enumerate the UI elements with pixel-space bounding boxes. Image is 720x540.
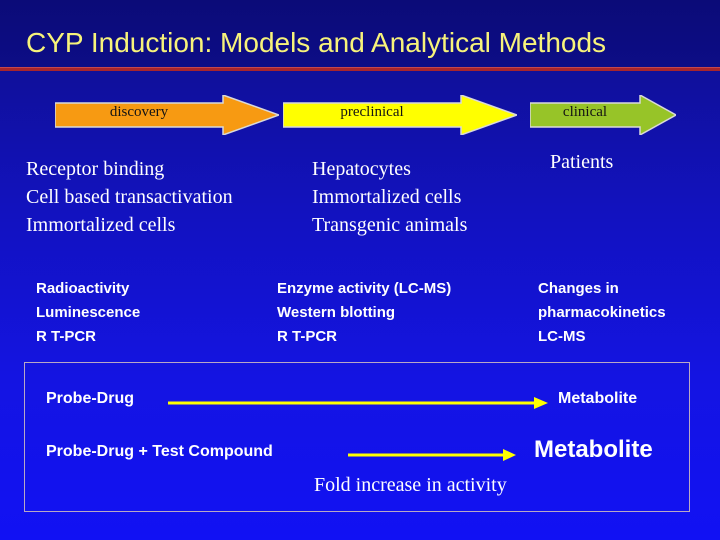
- methods-column-discovery: Radioactivity Luminescence R T-PCR: [36, 277, 140, 349]
- assay-row1-substrate: Probe-Drug: [46, 390, 134, 407]
- model-item: Transgenic animals: [312, 214, 468, 236]
- model-item: Immortalized cells: [26, 214, 176, 236]
- method-item: Enzyme activity (LC-MS): [277, 280, 452, 297]
- model-item: Hepatocytes: [312, 158, 411, 180]
- models-column-discovery: Receptor binding Cell based transactivat…: [26, 155, 233, 239]
- method-item: pharmacokinetics: [538, 304, 666, 321]
- model-item: Patients: [550, 151, 614, 173]
- models-column-clinical: Patients: [550, 148, 613, 176]
- model-item: Immortalized cells: [312, 186, 462, 208]
- models-column-preclinical: Hepatocytes Immortalized cells Transgeni…: [312, 155, 467, 239]
- title-band: [0, 0, 720, 68]
- assay-row2-product: Metabolite: [534, 436, 653, 463]
- reaction-arrow-row1: [168, 396, 548, 409]
- method-item: Radioactivity: [36, 280, 130, 297]
- methods-column-clinical: Changes in pharmacokinetics LC-MS: [538, 277, 666, 349]
- page-title: CYP Induction: Models and Analytical Met…: [26, 27, 607, 58]
- method-item: LC-MS: [538, 328, 586, 345]
- phase-arrow-clinical[interactable]: [530, 95, 676, 135]
- phase-arrow-discovery[interactable]: [55, 95, 279, 135]
- phase-arrow-preclinical[interactable]: [283, 95, 517, 135]
- title-divider-rule: [0, 68, 720, 71]
- assay-row2-substrate: Probe-Drug + Test Compound: [46, 443, 273, 460]
- phase-label-clinical: clinical: [562, 104, 608, 120]
- model-item: Cell based transactivation: [26, 186, 233, 208]
- model-item: Receptor binding: [26, 158, 165, 180]
- reaction-arrow-row2: [348, 448, 516, 461]
- assay-box: [24, 362, 690, 512]
- fold-increase-caption: Fold increase in activity: [314, 474, 507, 496]
- methods-column-preclinical: Enzyme activity (LC-MS) Western blotting…: [277, 277, 451, 349]
- assay-row1-product: Metabolite: [558, 390, 638, 407]
- method-item: R T-PCR: [36, 328, 96, 345]
- phase-label-preclinical: preclinical: [340, 104, 404, 120]
- method-item: Luminescence: [36, 304, 141, 321]
- method-item: R T-PCR: [277, 328, 337, 345]
- title-rule-highlight: [0, 67, 720, 68]
- method-item: Western blotting: [277, 304, 396, 321]
- phase-label-discovery: discovery: [109, 104, 169, 120]
- method-item: Changes in: [538, 280, 619, 297]
